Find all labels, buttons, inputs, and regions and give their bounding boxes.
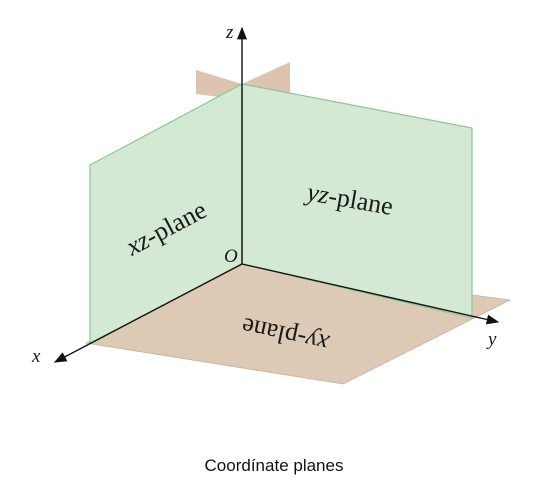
coordinate-planes-diagram: z y x O xz-plane yz-plane xy-plane xyxy=(31,22,512,385)
origin-label: O xyxy=(224,246,238,267)
x-axis-label: x xyxy=(31,346,41,367)
figure-caption: Coordínate planes xyxy=(204,456,344,475)
y-axis-label: y xyxy=(486,329,497,350)
y-axis xyxy=(241,263,500,325)
z-axis-label: z xyxy=(225,22,234,43)
x-axis xyxy=(53,263,243,363)
